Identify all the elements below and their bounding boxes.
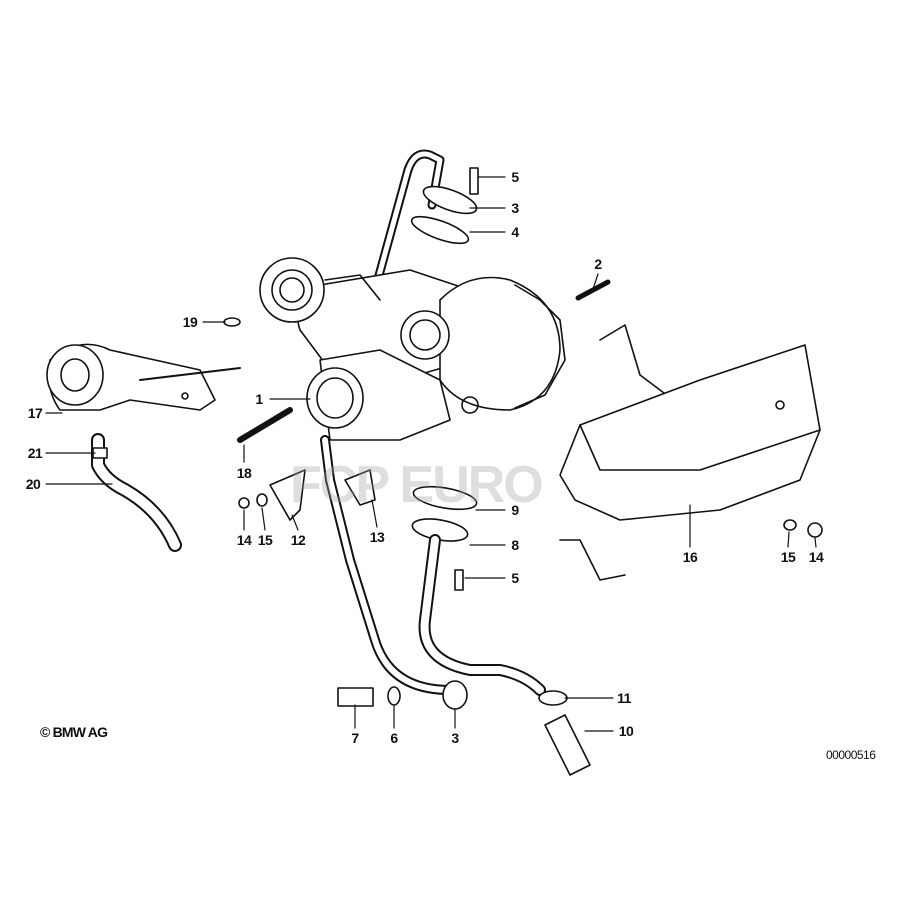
callout-20[interactable]: 20 [25, 476, 41, 492]
gasket [412, 485, 478, 511]
leader-lines [45, 176, 817, 732]
callout-10[interactable]: 10 [618, 723, 634, 739]
callout-9[interactable]: 9 [511, 502, 519, 518]
turbine-housing [400, 276, 566, 411]
callout-15[interactable]: 15 [257, 532, 273, 548]
hose [544, 714, 591, 776]
callout-3[interactable]: 3 [451, 730, 459, 746]
callout-14[interactable]: 14 [808, 549, 824, 565]
bolt [469, 167, 479, 195]
clip [344, 469, 376, 506]
callout-18[interactable]: 18 [236, 465, 252, 481]
callout-21[interactable]: 21 [27, 445, 43, 461]
callout-14[interactable]: 14 [236, 532, 252, 548]
callout-5[interactable]: 5 [511, 169, 519, 185]
coolant-pipe [418, 534, 546, 696]
bracket [269, 469, 306, 521]
bolt [454, 569, 464, 591]
callout-17[interactable]: 17 [27, 405, 43, 421]
callout-2[interactable]: 2 [594, 256, 602, 272]
banjo-fitting [442, 680, 468, 710]
callout-12[interactable]: 12 [290, 532, 306, 548]
callout-5[interactable]: 5 [511, 570, 519, 586]
watermark: FCP EURO [290, 456, 544, 514]
nut [238, 497, 250, 509]
banjo-bolt [337, 687, 374, 707]
washer [223, 317, 241, 327]
gasket [410, 215, 470, 245]
callout-8[interactable]: 8 [511, 537, 519, 553]
hose-clamp [538, 690, 568, 706]
copyright-notice: © BMW AG [40, 724, 108, 740]
callout-13[interactable]: 13 [369, 529, 385, 545]
callout-6[interactable]: 6 [390, 730, 398, 746]
sealing-washer [387, 686, 401, 706]
diagram-code: 00000516 [826, 748, 876, 762]
callout-11[interactable]: 11 [617, 690, 631, 706]
oil-return-pipe [320, 435, 455, 695]
callout-1[interactable]: 1 [255, 391, 263, 407]
callout-16[interactable]: 16 [682, 549, 698, 565]
vacuum-hose [91, 433, 182, 552]
heat-shield [559, 324, 821, 581]
oil-feed-pipe [370, 149, 445, 295]
callout-15[interactable]: 15 [780, 549, 796, 565]
callout-3[interactable]: 3 [511, 200, 519, 216]
bolt [237, 407, 293, 443]
callout-4[interactable]: 4 [511, 224, 519, 240]
callout-7[interactable]: 7 [351, 730, 359, 746]
wastegate-actuator [46, 343, 241, 411]
turbo-center [306, 349, 479, 441]
nut [807, 522, 823, 538]
callout-19[interactable]: 19 [182, 314, 198, 330]
washer [256, 493, 268, 507]
washer [783, 519, 797, 531]
flange [422, 185, 478, 215]
